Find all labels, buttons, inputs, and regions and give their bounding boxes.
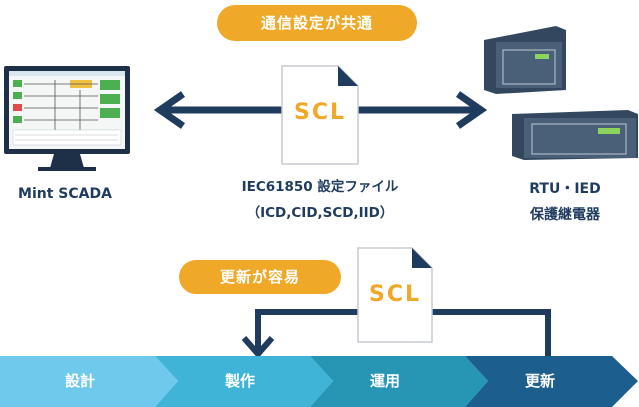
scada-monitor-icon bbox=[4, 66, 130, 171]
device-label: RTU・IED 保護継電器 bbox=[495, 176, 635, 228]
stage-design-label: 設計 bbox=[20, 356, 140, 407]
config-file-label-line1: IEC61850 設定ファイル bbox=[200, 174, 440, 200]
rtu-device-icon bbox=[484, 26, 566, 94]
scl-label-1: SCL bbox=[284, 100, 356, 125]
stage-operation-label: 運用 bbox=[325, 356, 445, 407]
stage-update-label: 更新 bbox=[480, 356, 600, 407]
scada-label: Mint SCADA bbox=[0, 186, 130, 202]
device-label-line1: RTU・IED bbox=[495, 176, 635, 202]
config-file-label: IEC61850 設定ファイル （ICD,CID,SCD,IID） bbox=[200, 174, 440, 226]
stage-production-label: 製作 bbox=[180, 356, 300, 407]
scl-label-2: SCL bbox=[358, 282, 432, 307]
ied-relay-icon bbox=[512, 110, 638, 160]
common-comm-settings-badge: 通信設定が共通 bbox=[217, 5, 417, 41]
easy-update-badge: 更新が容易 bbox=[179, 260, 341, 294]
device-label-line2: 保護継電器 bbox=[495, 202, 635, 228]
config-file-label-line2: （ICD,CID,SCD,IID） bbox=[200, 200, 440, 226]
